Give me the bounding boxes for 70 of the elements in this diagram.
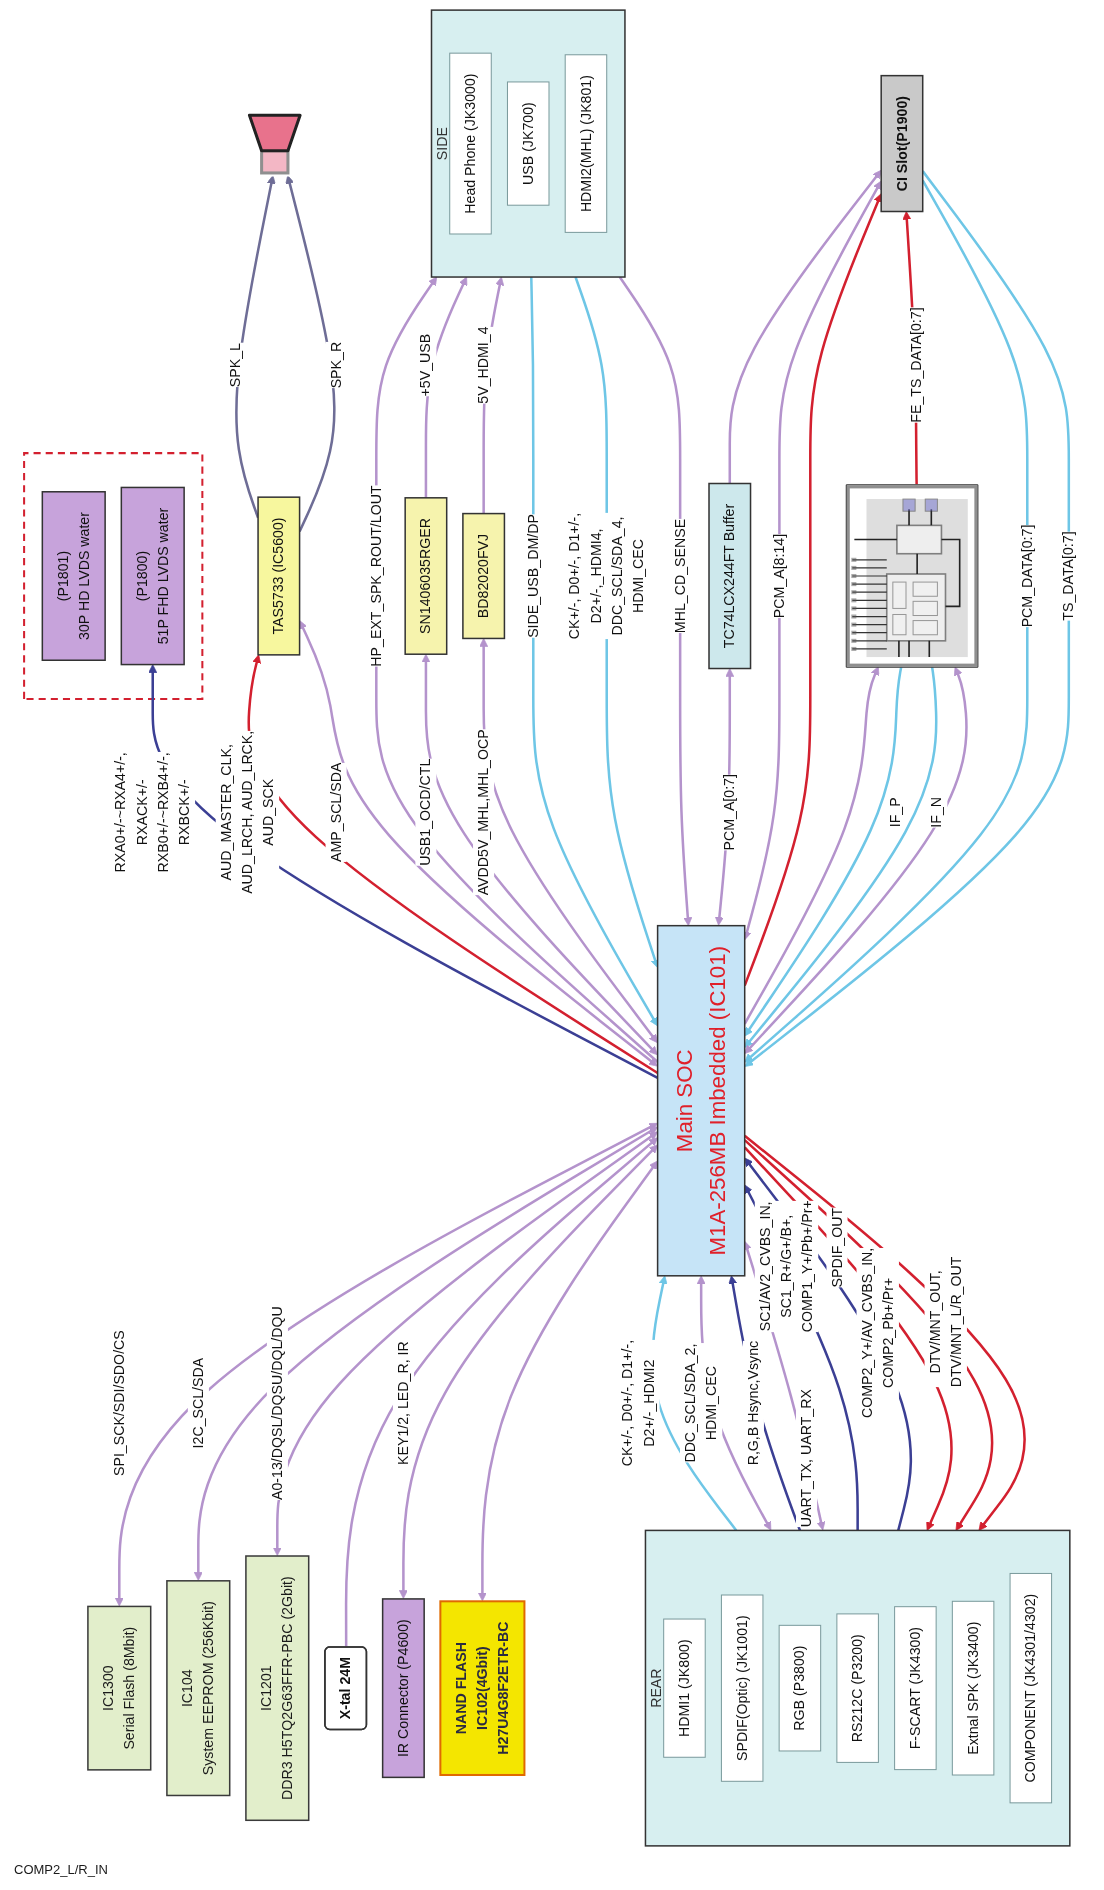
node-box: Head Phone (JK3000) (449, 52, 492, 235)
edge-label: SPDIF_OUT (828, 1207, 845, 1288)
edge-label: UART_TX, UART_RX (798, 1389, 815, 1528)
node-box: NAND FLASH IC102(4Gbit) H27U4G8F2ETR-BC (439, 1600, 526, 1776)
edge-label: DTV/MNT_OUT, DTV/MNT_L/R_OUT (926, 1256, 965, 1388)
node-box: IC1201 DDR3 H5TQ2G63FFR-PBC (2Gbit) (245, 1555, 310, 1822)
edge-label: PCM_A[8:14] (771, 533, 788, 619)
arrow (478, 1160, 659, 1602)
node-box: HDMI2(MHL) (JK801) (564, 54, 608, 233)
node-box: SPDIF(Optic) (JK1001) (721, 1594, 764, 1782)
edge-label: CK+/-, D0+/-, D1+/-, D2+/-,_HDMI4, DDC_SCL/SDA_4, HDMI_CEC (566, 512, 647, 640)
node-box: BD82020FVJ (462, 512, 506, 640)
node-box: IC1300 Serial Flash (8Mbit) (87, 1605, 152, 1771)
node-box: TC74LCX244FT Buffer (708, 482, 752, 670)
edge-label: AMP_SCL/SDA (327, 762, 344, 862)
node-box: F-SCART (JK4300) (894, 1606, 937, 1771)
edge-label: MHL_CD_SENSE (671, 518, 688, 634)
edge-label: +5V_USB (417, 333, 434, 397)
arrow (345, 1137, 659, 1647)
arrow (696, 1275, 772, 1531)
edge-label: 5V_HDMI_4 (475, 326, 492, 404)
node-box: SN1406035RGER (404, 497, 448, 655)
edge-label: SPK_R (327, 341, 344, 389)
node-box: IR Connector (P4600) (382, 1598, 426, 1779)
node-box: IC104 System EEPROM (256Kbit) (166, 1580, 231, 1797)
edge-label: AUD_MASTER_CLK, AUD_LRCH, AUD_LRCK, AUD_SCK (217, 730, 277, 894)
edge-label: IF_P (886, 797, 904, 828)
arrow (744, 1184, 860, 1531)
edge-label: RXA0+/-~RXA4+/-, RXACK+/- RXB0+/-~RXB4+/-, RXBCK+/- (112, 752, 193, 873)
edge-label: PCM_DATA[0:7] (1018, 524, 1036, 628)
arrow (115, 1122, 659, 1607)
arrow (728, 1275, 802, 1531)
edge-label: COMP2_Y+/AV_CVBS_IN, COMP2_Pb+/Pr+ (858, 1247, 897, 1419)
edge-label: I2C_SCL/SDA (189, 1357, 207, 1449)
edge-label: KEY1/2, LED_R, IR (395, 1341, 412, 1465)
edge-label: USB1_OCD/CTL (417, 758, 434, 866)
edge-label: FE_TS_DATA[0:7] (907, 307, 924, 423)
node-box: (P1800) 51P FHD LVDS water (120, 486, 186, 666)
node-box: TAS5733 (IC5600) (257, 496, 301, 656)
arrow (399, 1144, 659, 1599)
node-box: COMPONENT (JK4301/4302) (1009, 1572, 1053, 1804)
arrow (744, 666, 903, 1037)
edge-label: SPI_SCK/SDI/SDO/CS (110, 1330, 128, 1476)
arrow (194, 1126, 659, 1581)
node-box: Main SOC M1A-256MB Imbedded (IC101) (657, 924, 746, 1277)
edge-label: A0-13/DQSL/DQSU/DQL/DQU (268, 1306, 286, 1501)
arrow (618, 276, 693, 927)
edge-label: TS_DATA[0:7] (1060, 531, 1077, 621)
edge-label: HP_EXT_SPK_ROUT/LOUT (367, 485, 385, 667)
edge-label: CK+/-, D0+/-, D1+/-, D2+/-_HDMI2 (619, 1339, 657, 1467)
arrow (421, 653, 658, 1056)
arrow (728, 169, 882, 484)
arrow (651, 1275, 738, 1532)
node-box: RGB (P3800) (778, 1624, 822, 1752)
edge-label: SIDE_USB_DM/DP (524, 514, 542, 638)
edge-label: IF_N (928, 796, 945, 828)
node-box: Extnal SPK (JK3400) (952, 1600, 995, 1776)
arrow (273, 1131, 659, 1556)
edge-label: R,G,B Hsync,Vsync (744, 1340, 762, 1466)
node-box: HDMI1 (JK800) (663, 1618, 706, 1758)
edge-label: SPK_L (226, 343, 243, 388)
edge-label: SC1/AV2_CVBS_IN, SC1_R+/G+/B+, COMP1_Y+/Pb+/Pr+ (756, 1200, 816, 1333)
node-box: CI Slot(P1900) (880, 74, 924, 213)
edge-label: PCM_A[0:7] (721, 774, 738, 851)
edge-label: AVDD5V_MHL,MHL_OCP (475, 729, 492, 896)
node-box: (P1801) 30P HD LVDS water (41, 491, 107, 661)
edge-label: DDC_SCL/SDA_2, HDMI_CEC (682, 1343, 720, 1463)
signal-label: COMP2_L/R_IN (13, 1861, 109, 1879)
node-box: USB (JK700) (507, 81, 550, 206)
node-box: RS212C (P3200) (836, 1613, 880, 1763)
